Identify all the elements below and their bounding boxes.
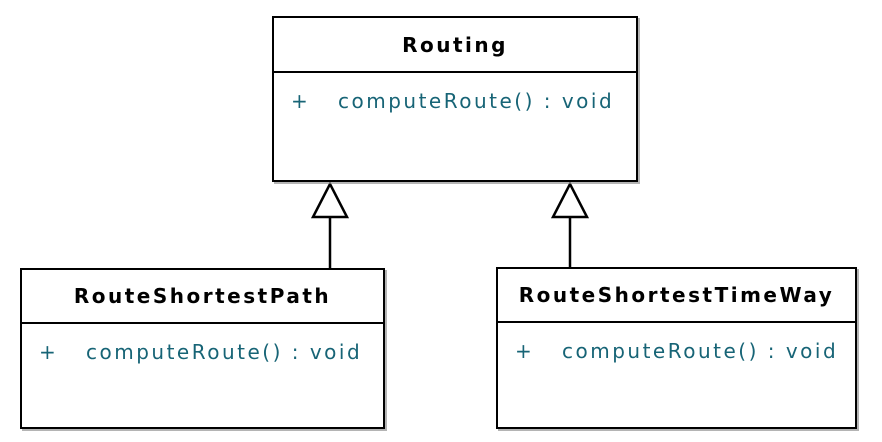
operation-visibility: + xyxy=(291,89,311,113)
operation-row: + computeRoute() : void xyxy=(498,336,855,366)
operation-row: + computeRoute() : void xyxy=(22,337,383,367)
operations-compartment: + computeRoute() : void xyxy=(274,73,636,180)
class-name-routing: Routing xyxy=(274,18,636,73)
operation-visibility: + xyxy=(39,340,59,364)
generalization-arrow-time-way-to-routing[interactable] xyxy=(550,181,590,267)
operation-visibility: + xyxy=(515,339,535,363)
generalization-triangle-icon xyxy=(550,181,590,219)
class-name-route-shortest-time-way: RouteShortestTimeWay xyxy=(498,269,855,323)
class-box-routing[interactable]: Routing + computeRoute() : void xyxy=(272,16,638,182)
operation-row: + computeRoute() : void xyxy=(274,86,636,116)
operation-signature: computeRoute() : void xyxy=(86,340,363,364)
operation-signature: computeRoute() : void xyxy=(562,339,839,363)
generalization-arrow-shortest-path-to-routing[interactable] xyxy=(310,181,350,268)
class-box-route-shortest-path[interactable]: RouteShortestPath + computeRoute() : voi… xyxy=(20,268,385,429)
operations-compartment: + computeRoute() : void xyxy=(22,324,383,427)
class-box-route-shortest-time-way[interactable]: RouteShortestTimeWay + computeRoute() : … xyxy=(496,267,857,429)
operation-signature: computeRoute() : void xyxy=(338,89,615,113)
generalization-triangle-icon xyxy=(310,181,350,219)
class-name-route-shortest-path: RouteShortestPath xyxy=(22,270,383,324)
operations-compartment: + computeRoute() : void xyxy=(498,323,855,427)
